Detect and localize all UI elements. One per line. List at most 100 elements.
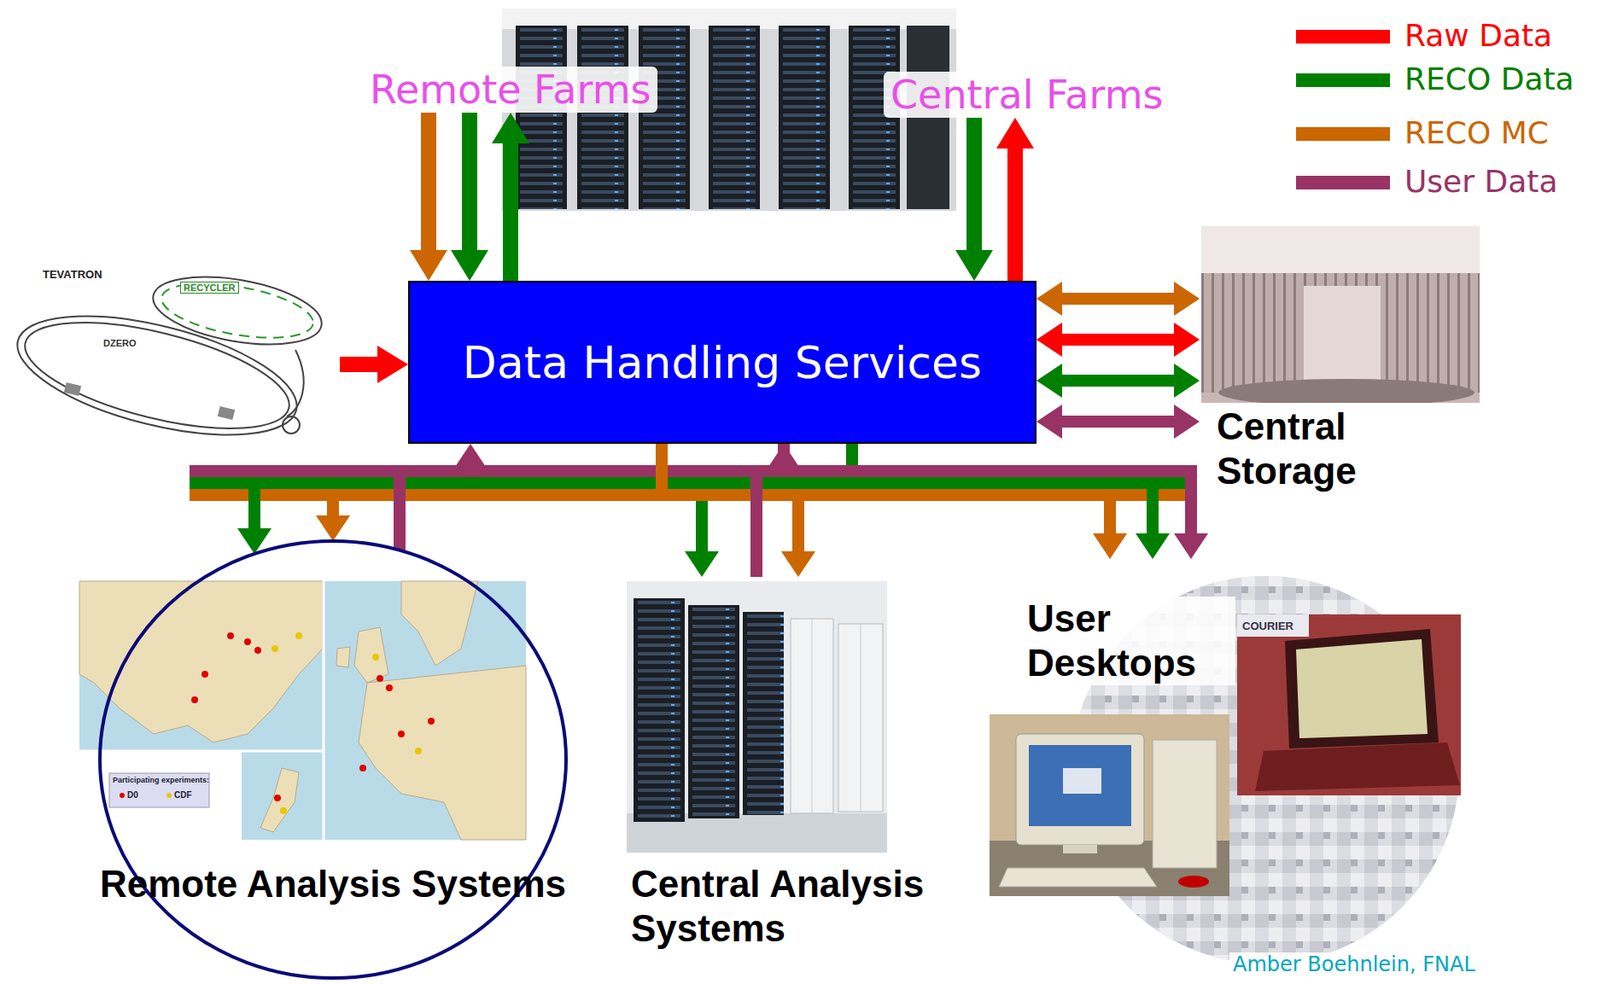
note-label: CDF [174,790,193,800]
drawing-part [742,612,784,816]
drawing-part [241,751,323,841]
drawing-part [376,675,384,683]
drawing-part [295,632,303,640]
data-flow-arrow [450,112,489,281]
arrow-head [1036,363,1063,398]
data-flow-arrow [1036,404,1200,439]
arrow-head [315,515,351,542]
drawing-part [688,605,740,819]
drawing-part [626,581,888,853]
drawing-part [860,624,862,812]
node-label: DZERO [100,338,140,349]
drawing-part [359,764,367,772]
legend-swatch [1296,127,1390,141]
drawing-part [688,605,740,819]
legend-swatch [1296,29,1390,44]
drawing-part [633,598,685,823]
drawing-part [324,581,526,841]
tape-robot-photo [1201,226,1480,403]
drawing-part [15,301,300,446]
drawing-part [1296,639,1428,739]
drawing-part [1218,379,1475,403]
arrow-head [1173,322,1200,357]
arrow-head [450,250,489,281]
data-flow-arrow [399,443,488,551]
arrow-head [684,551,719,578]
legend-label: User Data [1404,163,1558,200]
data-flow-arrow [661,443,1128,560]
world-map [79,581,526,841]
arrow-head [781,551,816,578]
drawing-part [254,647,262,655]
drawing-part [166,793,172,799]
drawing-part [358,665,526,841]
storage-node: Central Storage [1199,223,1482,494]
node-label: Remote Analysis Systems [98,862,568,907]
data-flow-arrow [684,443,853,578]
arrow-shaft [966,117,982,251]
drawing-part [742,612,784,816]
data-flow-arrow [783,443,1209,560]
drawing-part [1237,614,1309,637]
drawing-part [778,25,830,210]
data-flow-arrow [1036,363,1200,398]
drawing-part [638,25,690,210]
data-flow-arrow [996,117,1034,281]
drawing-part [244,638,252,646]
drawing-part [577,25,629,210]
arrow-head [1135,533,1170,560]
data-flow-arrow [1036,322,1200,357]
drawing-part [1152,740,1217,869]
arrow-head [1036,322,1063,357]
drawing-part [119,793,125,799]
drawing-part [998,868,1157,888]
drawing-part [191,696,199,704]
drawing-part [838,624,883,812]
note-label: Participating experiments: [112,776,210,785]
drawing-part [1028,745,1132,827]
legend-swatch [1296,175,1390,190]
drawing-part [201,671,209,678]
arrow-head [1036,404,1063,439]
node-label: Central Analysis Systems [630,862,982,952]
data-flow-arrow [661,443,816,578]
drawing-part [1062,768,1102,795]
drawing-part [778,25,830,210]
arrow-shaft [461,112,478,251]
drawing-part [372,654,380,661]
region-ellipse [98,539,568,981]
arrow-head [377,345,409,384]
arrow-shaft [399,469,471,551]
drawing-part [354,627,389,684]
drawing-part [64,382,82,397]
drawing-part [1062,845,1098,854]
note-label: Amber Boehnlein, FNAL [1229,952,1479,977]
arrow-head [1036,281,1063,316]
data-flow-arrow [1036,281,1200,316]
data-flow-arrow [409,112,448,281]
data-flow-arrow [491,112,530,281]
drawing-part [286,350,304,417]
drawing-part [1303,286,1381,380]
drawing-part [515,25,567,210]
arrow-shaft [661,443,1110,534]
node-label: Data Handling Services [462,337,982,389]
analysis-node: Central Analysis Systems [623,577,982,966]
arrow-head [1173,533,1209,560]
drawing-part [109,773,210,808]
arrow-head [453,443,488,470]
drawing-part [99,541,567,979]
drawing-part [397,730,405,738]
drawing-part [5,265,328,446]
drawing-part [811,618,813,814]
drawing-part [274,794,281,802]
arrow-shaft [1007,148,1023,281]
drawing-part [708,25,760,210]
drawing-part [191,632,435,802]
node-label: TEVATRON [40,268,106,281]
region-ellipse-node: Remote Analysis Systems [98,539,568,981]
note-label: D0 [127,790,139,800]
arrow-shaft [1062,292,1174,305]
drawing-part [271,645,279,653]
drawing-part [280,807,287,815]
